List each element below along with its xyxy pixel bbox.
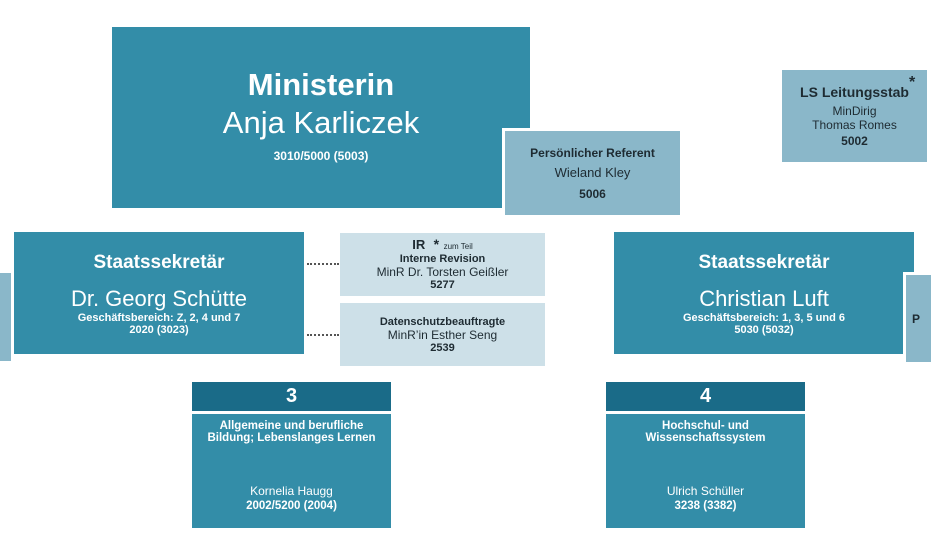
data-protection-phone: 2539 xyxy=(430,341,455,354)
department-3-phone: 2002/5200 (2004) xyxy=(246,500,337,512)
data-protection-name: MinR’in Esther Seng xyxy=(387,327,498,342)
asterisk-icon: * xyxy=(908,74,916,91)
department-3-number: 3 xyxy=(285,385,298,407)
department-4-title-line2: Wissenschaftssystem xyxy=(645,432,766,444)
department-4-phone: 3238 (3382) xyxy=(674,500,737,512)
leitungsstab-box: LS Leitungsstab* MinDirig Thomas Romes 5… xyxy=(782,70,927,162)
state-secretary-right-title: Staatssekretär xyxy=(698,252,830,273)
data-protection-title: Datenschutzbeauftragte xyxy=(379,315,506,328)
department-4-header: 4 xyxy=(606,382,805,411)
minister-name: Anja Karliczek xyxy=(222,104,420,140)
left-cutoff-box-overlay xyxy=(0,271,13,361)
connector-internal-audit xyxy=(307,263,339,265)
state-secretary-right-box: Staatssekretär Christian Luft Geschäftsb… xyxy=(614,232,914,354)
leitungsstab-phone: 5002 xyxy=(841,134,868,148)
internal-audit-heading: IR * zum Teil xyxy=(412,236,473,253)
state-secretary-left-name: Dr. Georg Schütte xyxy=(70,286,248,311)
right-cutoff-box: P xyxy=(903,272,931,362)
state-secretary-left-box: Staatssekretär Dr. Georg Schütte Geschäf… xyxy=(14,232,304,354)
minister-phone: 3010/5000 (5003) xyxy=(273,148,369,163)
department-3-title-line1: Allgemeine und berufliche xyxy=(219,420,364,432)
asterisk-icon: * xyxy=(433,236,440,252)
department-3-title-line2: Bildung; Lebenslanges Lernen xyxy=(207,432,376,444)
minister-title: Ministerin xyxy=(247,66,395,102)
internal-audit-name: MinR Dr. Torsten Geißler xyxy=(376,265,509,279)
state-secretary-left-scope: Geschäftsbereich: Z, 2, 4 und 7 xyxy=(77,312,241,324)
department-3-head: Kornelia Haugg xyxy=(250,484,333,498)
department-3-header: 3 xyxy=(192,382,391,411)
internal-audit-note: zum Teil xyxy=(443,242,473,251)
internal-audit-abbr: IR xyxy=(412,237,426,252)
personal-referent-name: Wieland Kley xyxy=(554,164,631,180)
leitungsstab-rank: MinDirig xyxy=(832,104,877,118)
connector-data-protection xyxy=(307,334,339,336)
leitungsstab-title: LS Leitungsstab xyxy=(800,84,909,100)
department-4-body: Hochschul- und Wissenschaftssystem Ulric… xyxy=(606,414,805,528)
internal-audit-title: Interne Revision xyxy=(399,253,486,265)
department-4-head: Ulrich Schüller xyxy=(666,484,745,498)
internal-audit-box: IR * zum Teil Interne Revision MinR Dr. … xyxy=(340,233,545,296)
department-4-number: 4 xyxy=(699,385,712,407)
personal-referent-phone: 5006 xyxy=(579,186,606,201)
state-secretary-right-scope: Geschäftsbereich: 1, 3, 5 und 6 xyxy=(682,312,845,324)
minister-box: Ministerin Anja Karliczek 3010/5000 (500… xyxy=(112,27,530,208)
internal-audit-phone: 5277 xyxy=(430,279,455,291)
department-3-body: Allgemeine und berufliche Bildung; Leben… xyxy=(192,414,391,528)
state-secretary-left-title: Staatssekretär xyxy=(93,252,225,273)
state-secretary-left-phone: 2020 (3023) xyxy=(129,324,189,336)
leitungsstab-name: Thomas Romes xyxy=(812,118,897,132)
data-protection-box: Datenschutzbeauftragte MinR’in Esther Se… xyxy=(340,303,545,366)
leitungsstab-title-wrap: LS Leitungsstab* xyxy=(800,74,915,102)
department-4-title-line1: Hochschul- und xyxy=(662,420,749,432)
personal-referent-title: Persönlicher Referent xyxy=(530,145,655,160)
state-secretary-right-name: Christian Luft xyxy=(699,286,829,311)
personal-referent-box: Persönlicher Referent Wieland Kley 5006 xyxy=(502,128,680,215)
state-secretary-right-phone: 5030 (5032) xyxy=(734,324,794,336)
